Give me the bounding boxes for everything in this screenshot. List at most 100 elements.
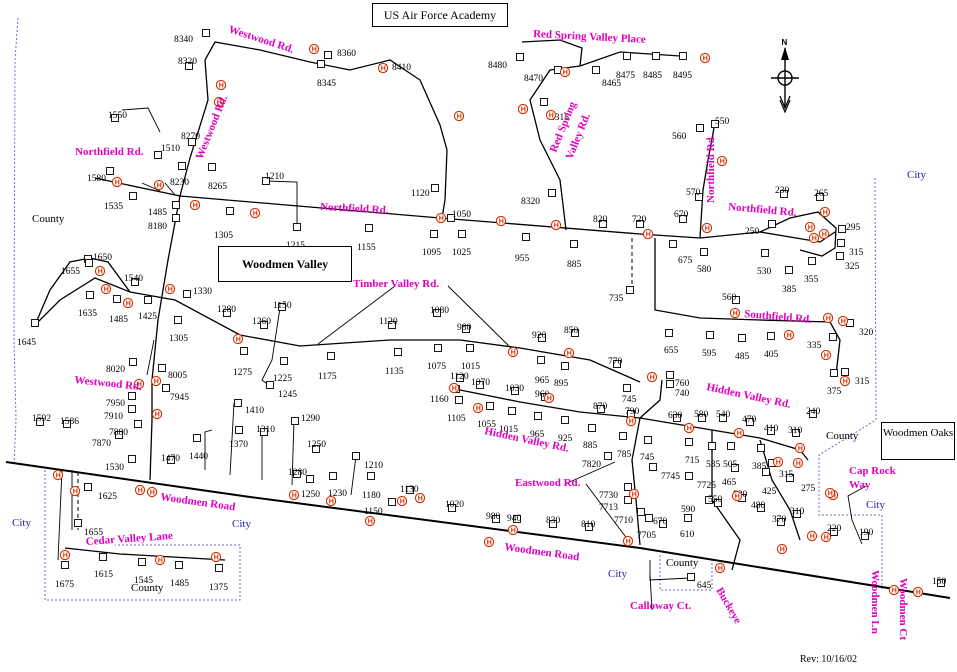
- address-number: 1120: [411, 189, 430, 199]
- lot-marker: [599, 220, 607, 228]
- lot-marker: [714, 499, 722, 507]
- lot-marker: [128, 455, 136, 463]
- address-number: 1485: [109, 315, 128, 325]
- address-number: 1245: [278, 390, 297, 400]
- svg-text:H: H: [56, 473, 61, 480]
- hydrant-icon: H: [151, 408, 163, 420]
- lot-marker: [208, 163, 216, 171]
- lot-marker: [448, 504, 456, 512]
- address-number: 220: [827, 524, 842, 534]
- svg-text:H: H: [916, 590, 921, 597]
- address-number: 485: [735, 352, 750, 362]
- svg-text:H: H: [154, 379, 159, 386]
- address-number: 965: [535, 376, 550, 386]
- lot-marker: [175, 561, 183, 569]
- svg-text:H: H: [418, 496, 423, 503]
- hydrant-icon: H: [699, 52, 711, 64]
- address-number: 560: [672, 132, 687, 142]
- address-number: 790: [625, 407, 640, 417]
- svg-text:H: H: [796, 461, 801, 468]
- svg-text:H: H: [841, 319, 846, 326]
- county-label: County: [32, 213, 65, 225]
- hydrant-icon: H: [325, 495, 337, 507]
- hydrant-icon: H: [824, 487, 836, 499]
- lot-marker: [937, 579, 945, 587]
- address-number: 1586: [60, 417, 79, 427]
- svg-text:H: H: [843, 379, 848, 386]
- address-number: 1025: [452, 248, 471, 258]
- lot-marker: [592, 66, 600, 74]
- address-number: 1655: [61, 267, 80, 277]
- hydrant-icon: H: [377, 62, 389, 74]
- address-number: 1545: [134, 576, 153, 586]
- svg-text:H: H: [646, 232, 651, 239]
- address-number: 980: [486, 512, 501, 522]
- lot-marker: [293, 223, 301, 231]
- lot-marker: [456, 374, 464, 382]
- lot-marker: [685, 472, 693, 480]
- county-label: County: [131, 582, 164, 594]
- address-number: 8495: [673, 71, 692, 81]
- svg-text:H: H: [824, 353, 829, 360]
- address-number: 810: [581, 520, 596, 530]
- address-number: 960: [535, 390, 550, 400]
- hydrant-icon: H: [189, 199, 201, 211]
- svg-text:H: H: [219, 83, 224, 90]
- lot-marker: [534, 412, 542, 420]
- lot-marker: [388, 321, 396, 329]
- lot-marker: [178, 162, 186, 170]
- hydrant-icon: H: [837, 315, 849, 327]
- address-number: 980: [457, 323, 472, 333]
- address-number: 1592: [32, 414, 51, 424]
- lot-marker: [85, 259, 93, 267]
- street-label: Northfield Rd.: [75, 146, 144, 158]
- lot-marker: [684, 514, 692, 522]
- lot-marker: [679, 52, 687, 60]
- hydrant-icon: H: [396, 495, 408, 507]
- lot-marker: [508, 407, 516, 415]
- address-number: 1250: [307, 440, 326, 450]
- lot-marker: [138, 558, 146, 566]
- lot-marker: [673, 414, 681, 422]
- svg-text:H: H: [705, 226, 710, 233]
- hydrant-icon: H: [716, 155, 728, 167]
- address-number: 1180: [362, 491, 381, 501]
- lot-marker: [511, 387, 519, 395]
- address-number: 8360: [337, 49, 356, 59]
- svg-text:H: H: [632, 492, 637, 499]
- address-number: 1625: [98, 492, 117, 502]
- hydrant-icon: H: [435, 212, 447, 224]
- lot-marker: [561, 362, 569, 370]
- city-label: City: [12, 517, 31, 529]
- roads: [5, 39, 951, 599]
- hydrant-icon: H: [146, 486, 158, 498]
- lot-marker: [695, 193, 703, 201]
- address-number: 7950: [106, 399, 125, 409]
- lot-marker: [99, 553, 107, 561]
- address-number: 1260: [252, 317, 271, 327]
- lot-marker: [63, 420, 71, 428]
- lot-marker: [561, 416, 569, 424]
- hydrant-icon: H: [733, 427, 745, 439]
- address-number: 540: [716, 410, 731, 420]
- address-number: 955: [515, 254, 530, 264]
- street-label: Northfield Rd.: [705, 134, 717, 203]
- address-number: 355: [804, 275, 819, 285]
- lot-marker: [777, 518, 785, 526]
- hydrant-icon: H: [888, 584, 900, 596]
- address-number: 7880: [109, 428, 128, 438]
- hydrant-icon: H: [288, 489, 300, 501]
- lot-marker: [731, 464, 739, 472]
- title-box: US Air Force Academy: [372, 3, 508, 27]
- lot-marker: [202, 29, 210, 37]
- address-number: 1615: [94, 570, 113, 580]
- svg-text:H: H: [499, 219, 504, 226]
- address-number: 8020: [106, 365, 125, 375]
- lot-marker: [144, 296, 152, 304]
- svg-text:H: H: [787, 333, 792, 340]
- lot-marker: [129, 192, 137, 200]
- lot-marker: [645, 514, 653, 522]
- svg-text:H: H: [733, 311, 738, 318]
